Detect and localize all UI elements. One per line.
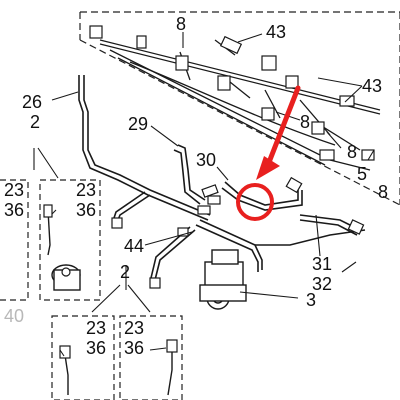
callout-44: 44 [124,236,144,256]
callout-8-right: 8 [347,142,357,162]
callout-8-mid: 8 [300,112,310,132]
callout-2-left: 2 [30,112,40,132]
callout-5: 5 [357,164,367,184]
callout-43-top: 43 [266,22,286,42]
leader-lines [33,32,375,357]
highlight-arrowhead [256,156,280,180]
highlight-marker [236,85,301,221]
callout-36-left-edge: 36 [4,200,24,220]
inset-igniter-bottom-1 [51,315,115,400]
callout-36-bottom-2: 36 [124,338,144,358]
callout-36-bottom-1: 36 [86,338,106,358]
callout-23-bottom-2: 23 [124,318,144,338]
callout-3: 3 [306,290,316,310]
callout-26: 26 [22,92,42,112]
callout-23-inset: 23 [76,180,96,200]
wire-harness [99,39,381,171]
callout-32: 32 [312,274,332,294]
callout-36-inset: 36 [76,200,96,220]
callout-40: 40 [4,306,24,326]
callout-30: 30 [196,150,216,170]
callout-23-left-edge: 23 [4,180,24,200]
callout-labels: 8 43 43 8 8 5 8 26 2 23 36 23 36 29 30 4… [4,14,388,358]
highlight-arrow [263,85,301,173]
callout-8-edge: 8 [378,182,388,202]
callout-43-right: 43 [362,76,382,96]
harness-connectors [89,25,375,161]
callout-31: 31 [312,254,332,274]
harness-panel [79,11,400,206]
highlight-circle [236,183,274,221]
tube-fittings [111,176,365,289]
inset-igniter-left [39,179,101,301]
inset-left-edge [0,179,29,301]
callout-29: 29 [128,114,148,134]
callout-8-top: 8 [176,14,186,34]
callout-23-bottom-1: 23 [86,318,106,338]
gas-valve [199,249,247,310]
callout-2-bottom: 2 [120,262,130,282]
inset-igniter-bottom-2 [119,315,183,400]
